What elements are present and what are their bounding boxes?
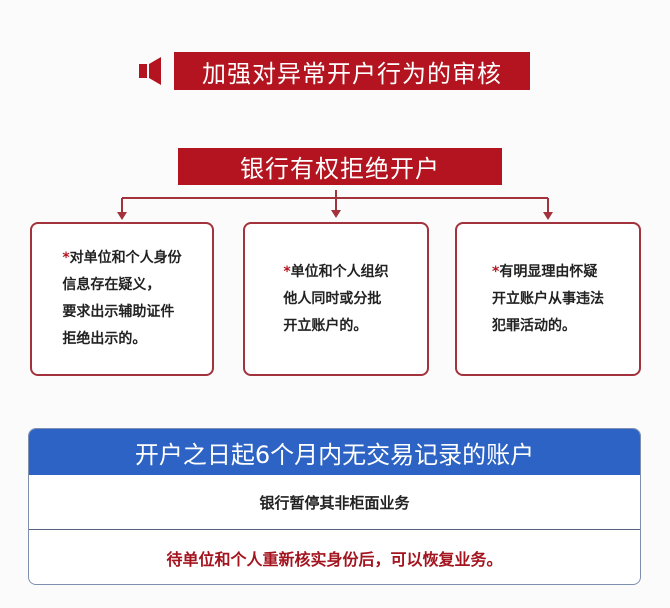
dormant-title: 开户之日起6个月内无交易记录的账户 <box>29 429 640 475</box>
connector-arrows <box>117 190 553 220</box>
arrow-right <box>543 212 553 220</box>
case-box-1: *对单位和个人身份 信息存在疑义， 要求出示辅助证件 拒绝出示的。 <box>30 222 214 376</box>
speaker-icon <box>139 57 161 85</box>
section-title: 加强对异常开户行为的审核 <box>174 52 530 90</box>
dormant-account-panel: 开户之日起6个月内无交易记录的账户 银行暂停其非柜面业务 待单位和个人重新核实身… <box>28 428 641 585</box>
dormant-restore: 待单位和个人重新核实身份后，可以恢复业务。 <box>166 549 503 569</box>
dormant-rule: 银行暂停其非柜面业务 <box>29 475 640 530</box>
refuse-title: 银行有权拒绝开户 <box>178 148 502 185</box>
arrow-left <box>117 212 127 220</box>
arrow-center <box>331 210 341 218</box>
case-box-2: *单位和个人组织 他人同时或分批 开立账户的。 <box>243 222 429 376</box>
case-box-3: *有明显理由怀疑 开立账户从事违法 犯罪活动的。 <box>455 222 641 376</box>
